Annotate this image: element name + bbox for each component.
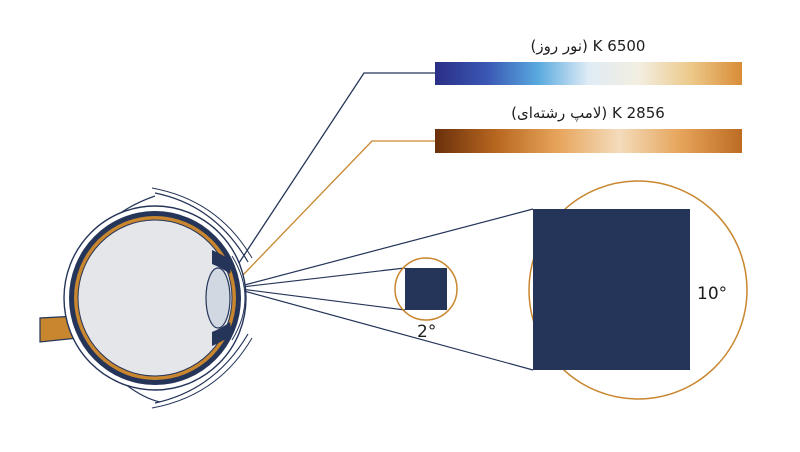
eyelid-upper-outer — [151, 187, 253, 259]
eyelid-lower-outer — [151, 337, 253, 409]
large-angle-label: 10° — [697, 284, 728, 304]
vitreous-body — [77, 219, 233, 377]
small-angle-label: 2° — [417, 322, 437, 342]
cornea-outer — [231, 255, 246, 341]
daylight-spectrum-bar — [435, 62, 742, 85]
incandescent-leader-line — [241, 140, 435, 277]
cornea — [227, 257, 241, 339]
small-field-upper-ray — [232, 267, 406, 289]
iris-upper — [212, 250, 232, 274]
lens — [205, 267, 231, 329]
eyelid-upper — [154, 192, 249, 263]
incandescent-label: 2856 K (لامپ رشته‌ای) — [511, 104, 665, 122]
large-field-lower-ray — [232, 287, 534, 371]
iris-lower — [212, 322, 232, 346]
small-field-lower-ray — [232, 287, 406, 311]
large-field-upper-ray — [232, 208, 534, 289]
eyelid-lower — [154, 333, 249, 404]
large-field-square — [533, 209, 690, 370]
small-field-circle — [394, 257, 458, 321]
eye-illustration — [39, 187, 253, 409]
large-field-circle — [528, 180, 748, 400]
daylight-label: 6500 K (نور روز) — [530, 37, 646, 55]
incandescent-spectrum-bar — [435, 129, 742, 153]
small-field-square — [405, 268, 447, 310]
daylight-leader-line — [232, 72, 435, 273]
